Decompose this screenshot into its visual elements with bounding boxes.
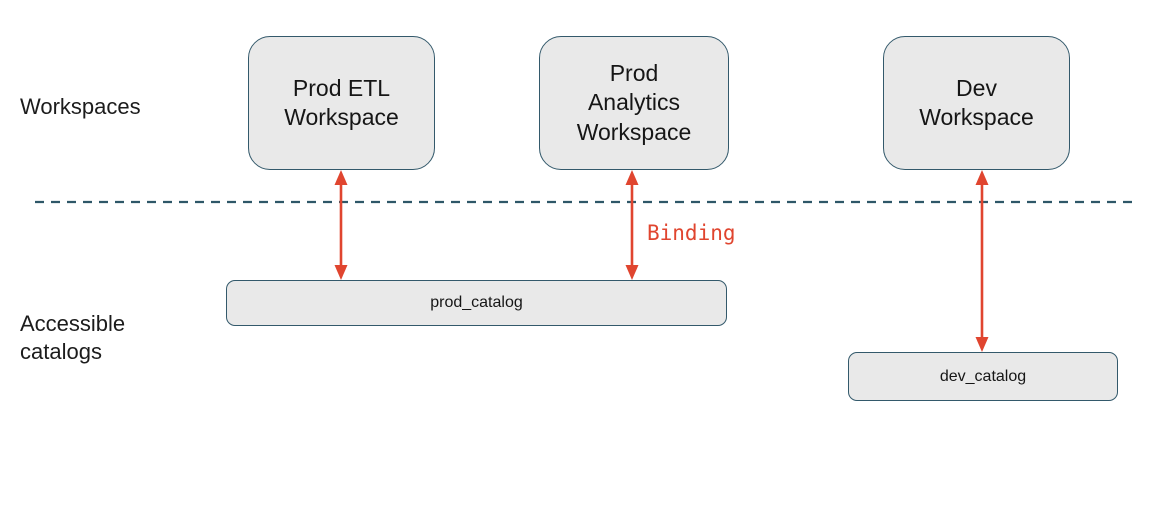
- workspace-box-prod-analytics-label: Prod Analytics Workspace: [576, 59, 692, 145]
- workspace-box-prod-analytics: Prod Analytics Workspace: [539, 36, 729, 170]
- binding-arrow-prod-etl-to-prod-catalog-icon: [331, 170, 351, 280]
- workspace-box-prod-etl: Prod ETL Workspace: [248, 36, 435, 170]
- workspace-box-dev-label: Dev Workspace: [919, 74, 1034, 130]
- workspace-box-prod-etl-label: Prod ETL Workspace: [284, 74, 399, 130]
- catalog-box-prod-label: prod_catalog: [430, 294, 523, 311]
- workspace-catalog-boundary-dashed-line: [35, 196, 1133, 208]
- catalog-box-prod: prod_catalog: [226, 280, 727, 326]
- workspace-box-dev: Dev Workspace: [883, 36, 1070, 170]
- binding-arrow-dev-to-dev-catalog-icon: [972, 170, 992, 352]
- binding-annotation-label: Binding: [647, 221, 736, 245]
- catalog-box-dev: dev_catalog: [848, 352, 1118, 401]
- accessible-catalogs-section-label: Accessible catalogs: [20, 311, 126, 365]
- catalog-box-dev-label: dev_catalog: [939, 367, 1027, 385]
- workspaces-section-label: Workspaces: [20, 94, 141, 119]
- binding-arrow-prod-analytics-to-prod-catalog-icon: [622, 170, 642, 280]
